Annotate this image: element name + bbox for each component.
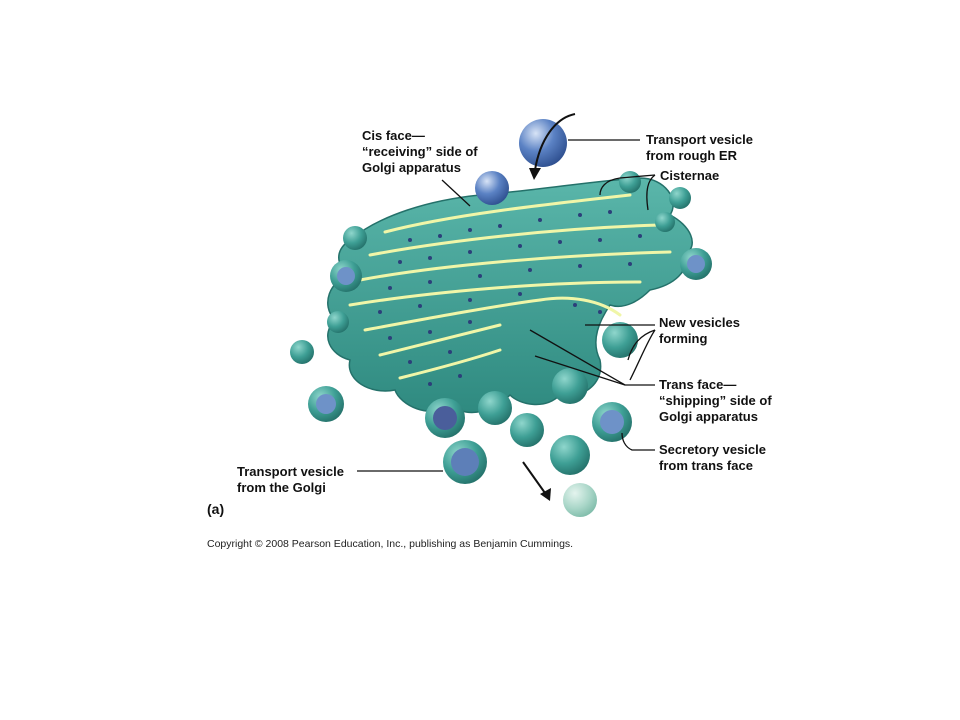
vesicle — [478, 391, 512, 425]
leader-cisternae — [646, 174, 656, 211]
leader-lines — [357, 139, 656, 472]
leader-new-vesicles — [629, 329, 656, 381]
arrows — [522, 113, 576, 501]
vesicle-cargo-interior — [451, 448, 479, 476]
cargo-dots — [378, 210, 642, 386]
vesicle — [510, 413, 544, 447]
cisterna — [538, 296, 622, 317]
panel-label: (a) — [207, 501, 225, 517]
label-transport-vesicle-golgi: Transport vesicle from the Golgi — [237, 464, 344, 495]
edge-bulge — [655, 212, 675, 232]
cisterna — [378, 323, 502, 357]
cisterna — [358, 250, 672, 282]
leader-trans-face — [534, 355, 626, 386]
label-transport-vesicle-er: Transport vesicle from rough ER — [646, 132, 753, 163]
cisterna — [363, 298, 542, 332]
cisternae-lumens — [348, 193, 672, 380]
vesicle — [290, 340, 314, 364]
label-trans-face: Trans face— “shipping” side of Golgi app… — [659, 377, 772, 424]
copyright-notice: Copyright © 2008 Pearson Education, Inc.… — [207, 538, 574, 550]
label-cisternae: Cisternae — [660, 168, 720, 183]
cisterna — [383, 193, 632, 234]
golgi-vesicle-arrow — [522, 461, 546, 494]
golgi-body — [327, 177, 693, 414]
label-secretory-vesicle: Secretory vesicle from trans face — [659, 442, 766, 473]
vesicle — [550, 435, 590, 475]
leader-cisternae — [599, 174, 656, 196]
leader-new-vesicles — [627, 329, 656, 361]
leader-cis-face — [441, 179, 471, 207]
vesicle — [563, 483, 597, 517]
blue-vesicle-fusing — [475, 171, 509, 205]
er-vesicle-arrow — [534, 113, 576, 171]
arrow-head — [540, 488, 551, 501]
arrow-head — [529, 168, 541, 180]
edge-bulge — [619, 171, 641, 193]
vesicle — [669, 187, 691, 209]
vesicle-cargo-interior — [687, 255, 705, 273]
leader-secretory — [621, 432, 655, 451]
vesicle-cargo-interior — [337, 267, 355, 285]
edge-bulge — [327, 311, 349, 333]
label-new-vesicles: New vesicles forming — [659, 315, 740, 346]
vesicle — [602, 322, 638, 358]
cisterna — [348, 280, 642, 307]
vesicle-cargo-interior — [433, 406, 457, 430]
cisterna — [398, 348, 502, 380]
golgi-stack — [327, 171, 693, 414]
vesicle-cargo-interior — [600, 410, 624, 434]
edge-bulge — [343, 226, 367, 250]
vesicle-cargo-interior — [316, 394, 336, 414]
cisterna — [368, 223, 662, 257]
label-cis-face: Cis face— “receiving” side of Golgi appa… — [362, 128, 478, 175]
vesicle — [552, 368, 588, 404]
